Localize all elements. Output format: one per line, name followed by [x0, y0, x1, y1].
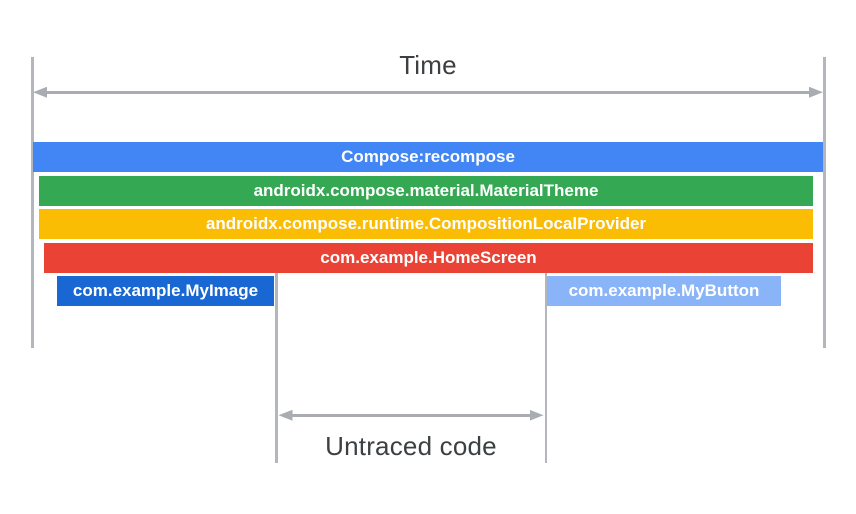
trace-bar-my-button: com.example.MyButton: [547, 276, 781, 306]
untraced-arrow-line: [289, 414, 533, 417]
time-arrow-right-icon: [809, 86, 823, 98]
untraced-label: Untraced code: [325, 431, 497, 461]
timeline-end-line: [823, 57, 826, 348]
timeline-start-line: [31, 57, 34, 348]
time-arrow-line: [44, 91, 812, 94]
untraced-arrow-right-icon: [529, 409, 544, 421]
untraced-arrow-left-icon: [278, 409, 293, 421]
trace-bar-home-screen: com.example.HomeScreen: [44, 242, 813, 273]
untraced-region-start-line: [275, 273, 278, 463]
time-arrow-left-icon: [33, 86, 47, 98]
trace-bar-material-theme: androidx.compose.material.MaterialTheme: [39, 175, 813, 206]
trace-bar-composition-local-provider: androidx.compose.runtime.CompositionLoca…: [39, 209, 813, 239]
time-label: Time: [399, 50, 457, 80]
untraced-region-end-line: [544, 273, 547, 463]
trace-bar-my-image: com.example.MyImage: [57, 276, 274, 306]
trace-bar-compose-recompose: Compose:recompose: [33, 142, 823, 172]
